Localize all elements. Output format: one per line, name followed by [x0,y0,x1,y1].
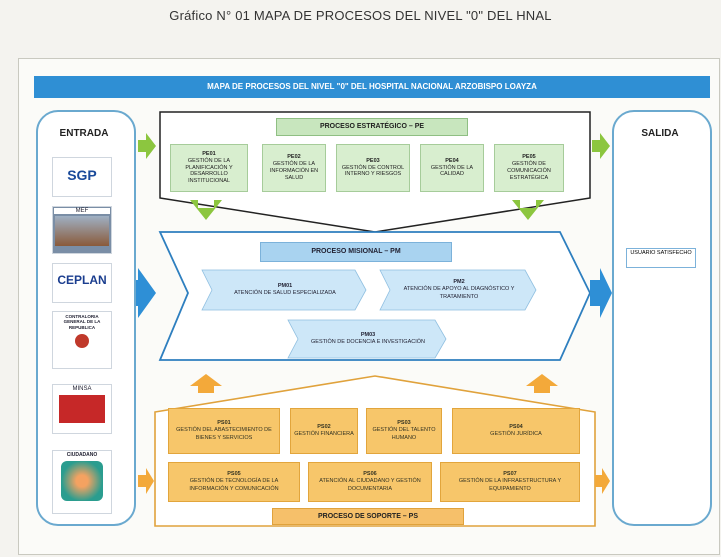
arrow-orange-up-left [190,374,222,393]
misional-shape [158,231,591,361]
arrow-green-down-right [512,200,544,220]
pm01-shape [201,269,367,311]
soporte-title: PROCESO DE SOPORTE – PS [272,508,464,525]
mef-logo: MEF [52,206,112,254]
salida-panel [612,110,712,526]
usuario-satisfecho-label: USUARIO SATISFECHO [626,248,696,268]
diagram-banner: MAPA DE PROCESOS DEL NIVEL "0" DEL HOSPI… [34,76,710,98]
misional-title: PROCESO MISIONAL – PM [260,242,452,262]
pm03-shape [287,319,447,359]
arrow-blue-right [590,268,612,318]
arrow-orange-up-right [526,374,558,393]
contraloria-logo: CONTRALORIA GENERAL DE LA REPUBLICA [52,311,112,369]
arrow-green-right [592,133,610,159]
figure-caption: Gráfico N° 01 MAPA DE PROCESOS DEL NIVEL… [169,8,552,23]
arrow-green-left [138,133,156,159]
entrada-title: ENTRADA [59,128,109,139]
minsa-logo: MINSA [52,384,112,434]
arrow-orange-left [138,468,154,494]
estrategico-title: PROCESO ESTRATÉGICO – PE [276,118,468,136]
arrow-green-down-left [190,200,222,220]
sgp-logo: SGP [52,157,112,197]
ciudadano-logo: CIUDADANO [52,450,112,514]
ceplan-logo: CEPLAN [52,263,112,303]
salida-title: SALIDA [641,128,679,139]
arrow-orange-right [595,468,610,494]
pm2-shape [379,269,537,311]
